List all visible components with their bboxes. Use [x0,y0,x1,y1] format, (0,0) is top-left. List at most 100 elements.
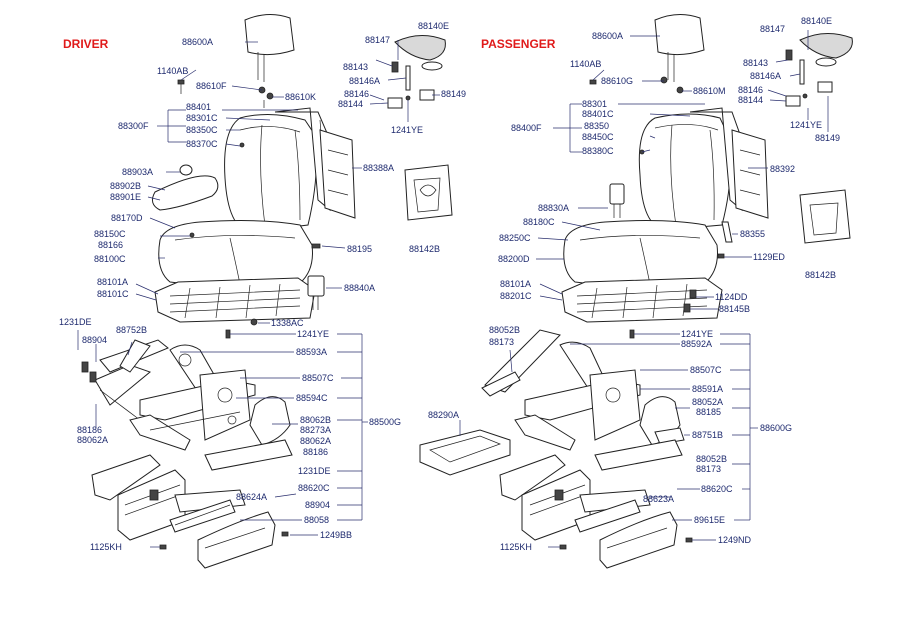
part-label: 88620C [298,483,330,493]
part-label: 88143 [343,62,369,72]
part-label: 88142B [409,244,441,254]
part-label: 88507C [690,365,722,375]
part-label: 89615E [694,515,726,525]
part-label: 88290A [428,410,460,420]
part-label: 88186 [303,447,329,457]
part-label: 88201C [500,291,532,301]
part-label: 1125KH [90,542,122,552]
part-label: 1338AC [271,318,304,328]
part-label: 88593A [296,347,328,357]
part-label: 88610G [601,76,634,86]
driver-bolts-top [177,79,274,108]
part-label: 88146A [349,76,381,86]
part-label: 88100C [94,254,126,264]
part-label: 88620C [701,484,733,494]
part-label: 88401C [582,109,614,119]
part-label: 88901E [110,192,142,202]
part-label: 1241YE [391,125,424,135]
part-label: 88147 [760,24,786,34]
part-label: 88600A [592,31,624,41]
part-label: 88903A [122,167,154,177]
part-label: 88250C [499,233,531,243]
part-label: 88355 [740,229,766,239]
driver-rear-panel [404,164,453,221]
part-label: 88388A [363,163,395,173]
driver-buckle [307,275,325,310]
part-label: 88144 [338,99,364,109]
part-label: 88610F [196,81,227,91]
driver-armrest [151,164,219,211]
passenger-mechanism [481,329,685,471]
driver-seat-back [224,107,356,233]
part-label: 88140E [801,16,833,26]
part-label: 88052B [696,454,728,464]
driver-mechanism [81,339,293,471]
passenger-seat-pan [561,277,723,323]
part-label: 88592A [681,339,713,349]
passenger-rear-panel [799,189,851,244]
passenger-seat-back [638,107,769,231]
part-label: 1231DE [298,466,331,476]
part-label: 1241YE [790,120,823,130]
driver-headrest [244,14,295,82]
part-label: 88145B [719,304,751,314]
part-label: 1129ED [753,252,785,262]
part-label: 88300F [118,121,149,131]
part-label: 88902B [110,181,142,191]
part-label: 88144 [738,95,764,105]
part-label: 88392 [770,164,796,174]
part-label: 88380C [582,146,614,156]
part-label: 1140AB [570,59,602,69]
part-label: 1241YE [681,329,714,339]
driver-heading: DRIVER [63,37,109,51]
part-label: 88180C [523,217,555,227]
part-label: 88600A [182,37,214,47]
part-label: 1231DE [59,317,92,327]
part-label: 88101A [500,279,532,289]
part-label: 88594C [296,393,328,403]
part-label: 1125KH [500,542,532,552]
part-label: 88507C [302,373,334,383]
part-label: 88500G [369,417,402,427]
driver-leader-lines [77,40,440,548]
part-label: 1249BB [320,530,353,540]
part-label: 88623A [643,494,675,504]
part-label: 88146A [750,71,782,81]
part-label: 88904 [82,335,108,345]
part-label: 88830A [538,203,570,213]
part-label: 88142B [805,270,837,280]
part-label: 88751B [692,430,724,440]
part-label: 88200D [498,254,530,264]
passenger-bolts-top [589,76,684,94]
part-label: 88301C [186,113,218,123]
part-label: 88350C [186,125,218,135]
part-label: 88052A [692,397,724,407]
part-label: 88170D [111,213,143,223]
driver-cover-plate [387,35,446,109]
part-label: 1140AB [157,66,189,76]
part-label: 88150C [94,229,126,239]
part-label: 88149 [441,89,467,99]
part-label: 1241YE [297,329,330,339]
part-label: 88147 [365,35,391,45]
passenger-rails [499,454,693,569]
part-label: 88062A [300,436,332,446]
part-label: 88058 [304,515,330,525]
part-label: 88173 [696,464,722,474]
part-label: 88370C [186,139,218,149]
part-label: 88840A [344,283,376,293]
part-label: 88301 [582,99,608,109]
part-label: 88752B [116,325,148,335]
passenger-leader-lines [459,30,829,548]
passenger-headrest [654,14,705,82]
part-label: 88101C [97,289,129,299]
part-label: 88140E [418,21,450,31]
passenger-cover-plate [785,33,853,107]
passenger-buckle [609,183,625,218]
part-label: 88166 [98,240,124,250]
driver-rails [91,454,289,569]
part-label: 88610K [285,92,317,102]
part-label: 88186 [77,425,103,435]
